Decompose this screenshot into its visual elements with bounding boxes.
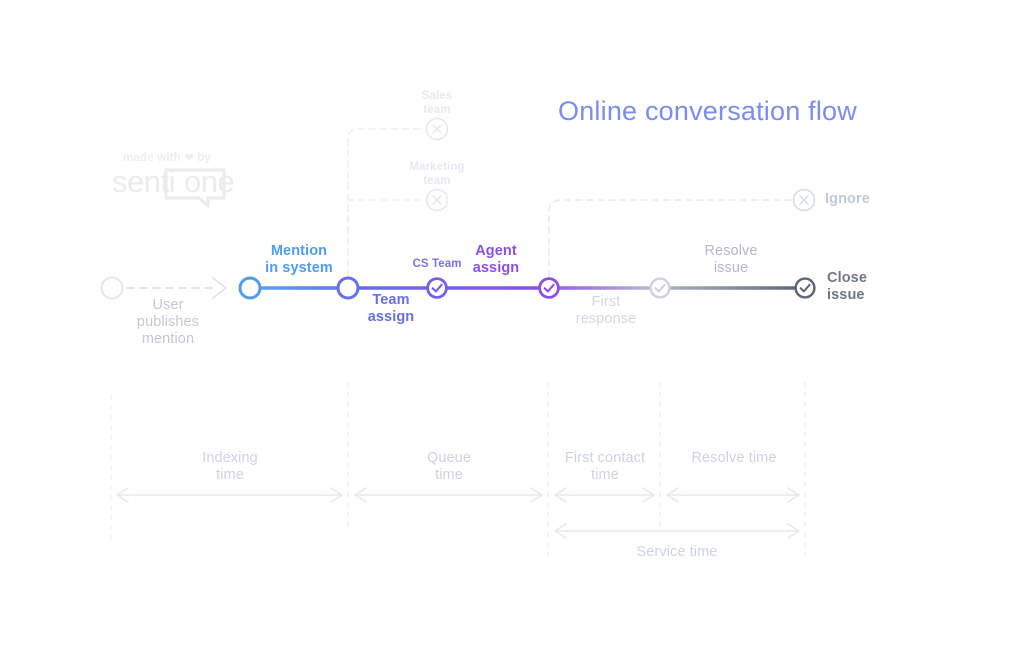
start-empty-circle-icon: [100, 276, 124, 300]
made-with-label: made with ❤ by: [123, 152, 243, 166]
measure-label-queue-time: Queue time: [426, 450, 472, 484]
node-cs-team-check-circle-icon[interactable]: [426, 277, 448, 299]
logo-one-text: one: [183, 164, 235, 199]
measure-arrow-queue-time: [354, 487, 543, 503]
marketing-team-x-circle-icon: [425, 188, 449, 212]
page-title: Online conversation flow: [558, 96, 857, 126]
node-label-first-response: First response: [575, 294, 637, 328]
measure-label-resolve-time: Resolve time: [691, 450, 777, 466]
node-agent-assign-check-circle-icon[interactable]: [538, 277, 560, 299]
measure-label-first-contact-time: First contact time: [564, 450, 646, 484]
node-label-mention-in-system: Mention in system: [265, 243, 333, 277]
branch-label-ignore: Ignore: [825, 191, 870, 207]
heart-icon: ❤: [184, 152, 194, 164]
node-label-agent-assign: Agent assign: [472, 243, 520, 277]
measure-arrow-resolve-time: [666, 487, 800, 503]
measure-arrow-indexing-time: [116, 487, 343, 503]
made-with-suffix: by: [197, 152, 212, 164]
sentione-logo: senti one: [112, 164, 235, 199]
node-sublabel-cs-team: CS Team: [412, 258, 462, 270]
start-arrow-head-icon: [212, 277, 227, 299]
branch-line-sales-team: [347, 128, 425, 289]
node-label-user-publishes-mention: User publishes mention: [136, 297, 200, 348]
branch-line-marketing-team: [347, 199, 425, 289]
node-team-assign-empty-circle-icon[interactable]: [336, 276, 360, 300]
sales-team-x-circle-icon: [425, 117, 449, 141]
measure-label-service-time: Service time: [636, 544, 718, 560]
branch-label-sales-team: Sales team: [421, 90, 453, 116]
measure-arrow-service-time: [554, 523, 800, 539]
branch-label-marketing-team: Marketing team: [409, 161, 465, 187]
node-label-team-assign: Team assign: [367, 292, 415, 326]
node-close-issue-check-circle-icon[interactable]: [794, 277, 816, 299]
logo-senti-text: senti: [112, 164, 175, 199]
ignore-x-circle-icon[interactable]: [792, 188, 816, 212]
node-label-close-issue: Close issue: [827, 270, 867, 304]
node-mention-in-system-empty-circle-icon[interactable]: [238, 276, 262, 300]
measure-label-indexing-time: Indexing time: [202, 450, 258, 484]
measure-arrow-first-contact-time: [554, 487, 655, 503]
made-with-prefix: made with: [123, 152, 182, 164]
node-label-resolve-issue: Resolve issue: [704, 243, 758, 277]
sentione-logo-bubble-icon: [164, 168, 226, 208]
node-first-response-check-circle-icon[interactable]: [649, 277, 671, 299]
